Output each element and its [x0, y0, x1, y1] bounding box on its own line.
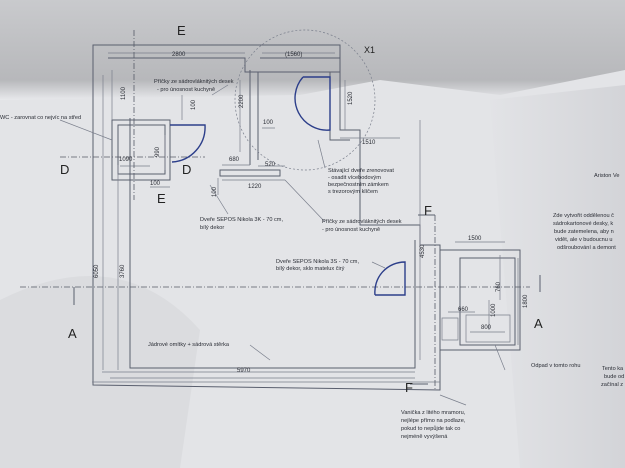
dimension-labels: 2800 (1560) 1100 100 990 1090 100 2200 1…	[94, 52, 529, 374]
dim: 3760	[120, 264, 126, 278]
dim: 2800	[172, 52, 186, 58]
note-existing-door: Stávající dveře zrenovovat	[328, 168, 394, 174]
note-existing-door: bezpečnostním zámkem	[328, 182, 389, 188]
note-right: odšroubování a demont	[557, 245, 616, 251]
note-partitions: - pro únosnost kuchyně	[157, 87, 215, 93]
section-labels: E E D D F F A A X1	[60, 23, 543, 395]
dim: 1100	[121, 86, 127, 100]
note-right: bude zatemelena, aby n	[554, 229, 614, 235]
walls	[92, 44, 521, 391]
dim: 2200	[239, 94, 245, 108]
note-right: vidět, ale v budoucnu u	[555, 237, 613, 243]
note-door-3k: Dveře SEPOS Nikola 3K - 70 cm,	[200, 217, 283, 223]
section-f-top: F	[424, 203, 432, 218]
note-drain: Odpad v tomto rohu	[531, 363, 580, 369]
dim: 100	[263, 120, 274, 126]
dim: 5970	[237, 368, 251, 374]
note-door-3s: Dveře SEPOS Nikola 3S - 70 cm,	[276, 259, 359, 265]
note-door-3s: bílý dekor, sklo matelux čirý	[276, 266, 345, 272]
note-partitions: Příčky ze sádrovláknitých desek	[154, 79, 234, 85]
note-right: sádrokartonové desky, k	[553, 221, 613, 227]
dim: (1560)	[285, 52, 302, 58]
note-ariston: Ariston Ve	[594, 173, 620, 179]
dim: 800	[481, 325, 492, 331]
note-tray: nejméně vyvýšená	[401, 434, 448, 440]
dim: 4530	[420, 244, 426, 258]
dimension-lines	[102, 52, 519, 379]
section-e-top: E	[177, 23, 186, 38]
note-right-2: bude od	[604, 374, 624, 380]
dim: 1520	[348, 91, 354, 105]
note-right-2: Tento ka	[602, 366, 624, 372]
section-a-left: A	[68, 326, 77, 341]
note-existing-door: - osadit vícebodovým	[328, 175, 381, 181]
doors	[170, 76, 406, 296]
dim: 660	[458, 307, 469, 313]
dim: 6050	[94, 264, 100, 278]
section-d-right: D	[182, 162, 191, 177]
detail-circle-x1	[234, 29, 376, 171]
annotations: WC - zarovnat co nejvíc na střed Příčky …	[0, 79, 624, 440]
note-tray: nejlépe přímo na podlaze,	[401, 418, 466, 424]
note-existing-door: s trezorovým klíčem	[328, 189, 378, 195]
right-sheet	[490, 85, 625, 468]
section-a-right: A	[534, 316, 543, 331]
note-wc: WC - zarovnat co nejvíc na střed	[0, 115, 81, 121]
section-e-bottom: E	[157, 191, 166, 206]
note-partitions-2: - pro únosnost kuchyně	[322, 227, 380, 233]
section-d-left: D	[60, 162, 69, 177]
section-f-bottom: F	[405, 380, 413, 395]
note-door-3k: bílý dekor	[200, 225, 224, 231]
section-lines	[20, 30, 541, 390]
note-right-2: začínal z	[601, 382, 623, 388]
dim: 520	[265, 162, 276, 168]
dim: 100	[212, 186, 218, 197]
dim: 1500	[468, 236, 482, 242]
dim: 1800	[523, 294, 529, 308]
note-partitions-2: Příčky ze sádrovláknitých desek	[322, 219, 402, 225]
dim: 100	[191, 99, 197, 110]
note-tray: Vanička z litého mramoru,	[401, 410, 466, 416]
shadow	[0, 276, 200, 468]
dim: 1220	[248, 184, 262, 190]
dim: 1000	[491, 303, 497, 317]
note-tray: pokud to nepůjde tak co	[401, 425, 460, 432]
paper-fold-shadow	[0, 0, 625, 100]
dim: 680	[229, 157, 240, 163]
note-right: Zde vytvořit oddělenou č	[553, 213, 614, 219]
dim: 990	[155, 146, 161, 157]
detail-label-x1: X1	[364, 45, 375, 55]
dim: 1090	[119, 157, 133, 163]
dim: 1510	[362, 140, 376, 146]
dim: 760	[496, 281, 502, 292]
dim: 100	[150, 181, 161, 187]
leader-lines	[59, 84, 506, 406]
note-plaster: Jádrové omítky + sádrová stěrka	[148, 342, 230, 348]
